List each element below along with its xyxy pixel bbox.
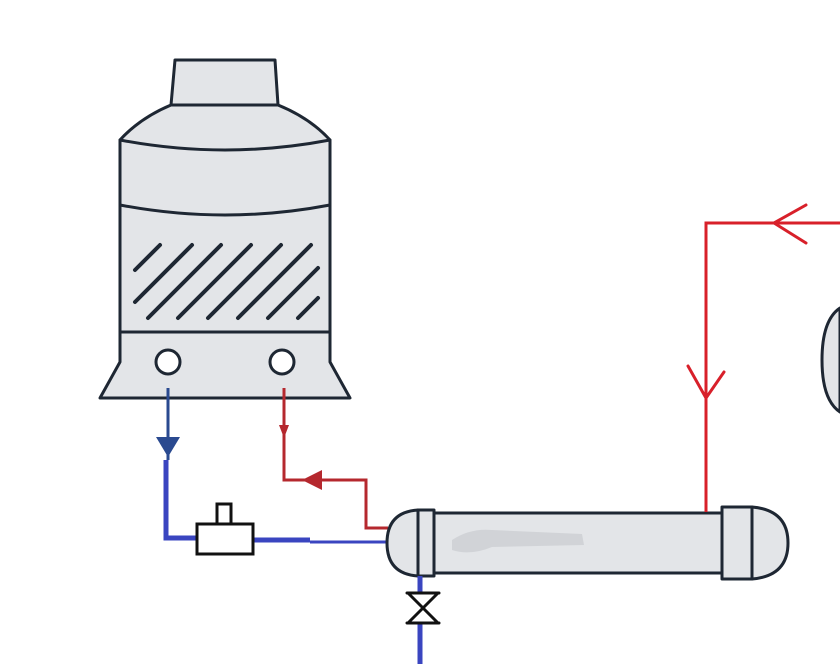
pump-icon [195,502,255,556]
cold-flow-arrow [156,437,180,457]
refrigerant-arrow-down [686,364,726,401]
cooling-tower-band [119,203,331,217]
warm-flow-arrow-down [279,425,289,438]
condenser-right-head [750,505,790,581]
warm-flow-arrow-left [302,470,322,490]
refrigerant-arrow-left [771,203,808,245]
condenser-left-head [385,508,420,578]
warm-return-line [282,388,388,530]
cooling-tower-body [118,138,332,334]
condenser-shading [452,529,584,553]
gate-valve-icon [405,591,441,625]
cold-supply-line [163,388,386,544]
cooling-tower [98,58,352,400]
refrigerant-arrows [686,203,808,401]
condenser-right-flange [720,505,754,581]
refrigerant-in-line [704,221,840,512]
cooling-tower-inlet-nozzle [268,348,296,376]
cooling-tower-fill-media [133,243,320,320]
compressor-icon [820,306,840,414]
cooling-tower-basin [98,330,352,400]
shell-and-tube-condenser [385,505,790,581]
cooling-tower-fan-stack [169,58,280,107]
cooling-tower-outlet-nozzle [154,348,182,376]
condenser-left-flange [416,508,436,578]
